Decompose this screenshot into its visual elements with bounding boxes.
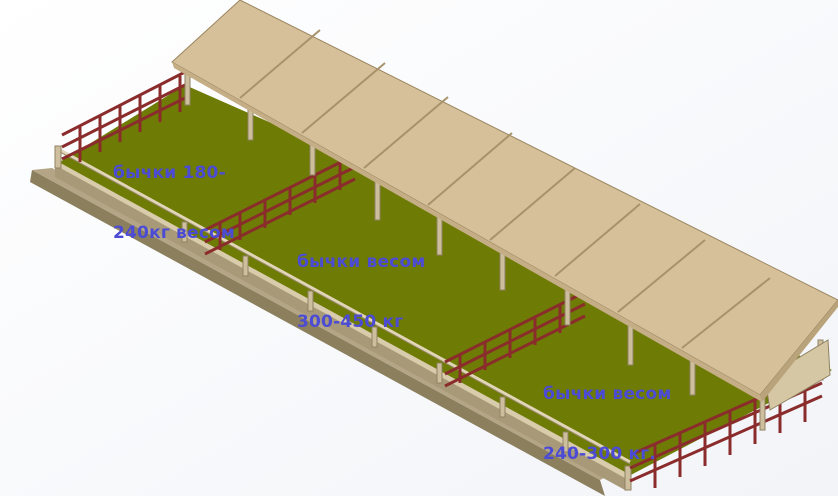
left-end-fence (61, 70, 186, 161)
pen-label-2: бычки весом 300-450 кг (297, 212, 425, 372)
roof-seams (239, 29, 771, 349)
front-curb-wall (55, 165, 625, 490)
divider-fence-2 (444, 290, 586, 388)
front-top-rail-shadow (59, 151, 631, 465)
pen-floor (55, 85, 832, 478)
divider-fence-1-posts (218, 162, 342, 250)
pen-label-3-line1: бычки весом (543, 384, 672, 404)
right-end-wall (764, 339, 831, 411)
pen-label-1-line1: бычки 180- (113, 163, 226, 183)
front-posts (54, 145, 632, 491)
divider-fence-2-posts (458, 305, 562, 383)
pen-label-3-line2: 240-300 кг. (543, 444, 657, 464)
pen-label-1-line2: 240кг весом (113, 223, 235, 243)
divider-fence-1 (204, 153, 356, 256)
pen-label-2-line1: бычки весом (297, 252, 426, 272)
pen-label-3: бычки весом 240-300 кг. (543, 344, 671, 504)
base-slab-front (30, 170, 605, 496)
front-top-rail (59, 148, 631, 464)
pen-label-1: бычки 180- 240кг весом (113, 123, 235, 283)
pen-label-2-line2: 300-450 кг (297, 312, 404, 332)
roof-edge (760, 300, 838, 402)
left-end-fence-posts (78, 76, 182, 162)
roof-front-edge (172, 62, 762, 402)
front-curb-top (55, 160, 625, 478)
